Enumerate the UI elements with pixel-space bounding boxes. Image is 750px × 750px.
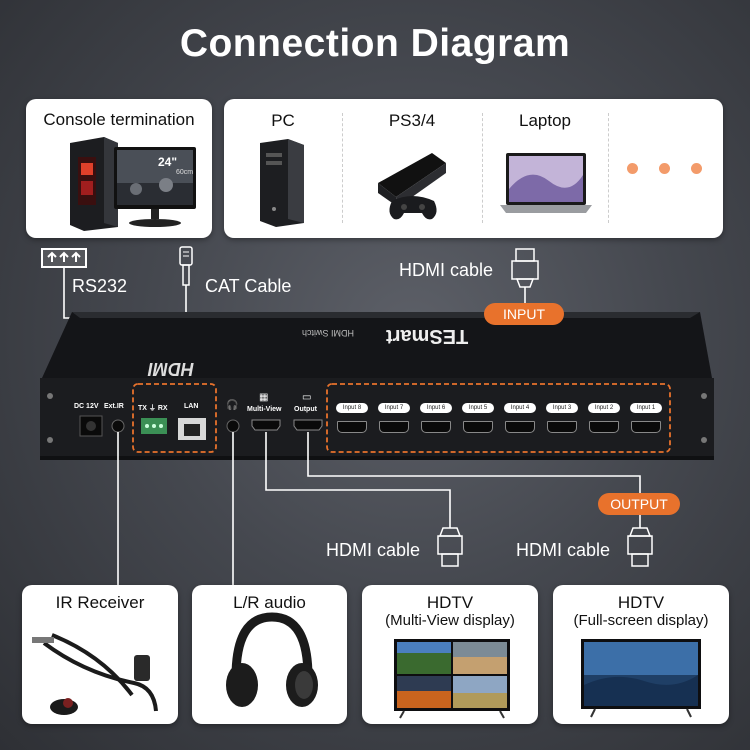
console-image — [70, 137, 196, 231]
rs232-label: RS232 — [72, 276, 128, 296]
hdmi-connector-icon — [437, 527, 463, 567]
hdmi-input-port[interactable] — [379, 421, 409, 433]
hdmi-input-port[interactable] — [463, 421, 493, 433]
headphone-icon: 🎧 — [226, 400, 239, 411]
gamepad-icon — [389, 196, 437, 220]
input-port-label: Input 7 — [378, 403, 410, 413]
hdmi-switch-device — [40, 312, 714, 460]
fullscreen-tv-icon — [581, 639, 701, 718]
monitor-size-subtext: 60cm — [176, 169, 194, 176]
hdmi-input-port[interactable] — [505, 421, 535, 433]
output-label: IR Receiver — [55, 593, 145, 612]
ir-receiver-icon — [32, 633, 158, 715]
laptop-icon — [500, 153, 592, 213]
input-port-label: Input 4 — [504, 403, 536, 413]
port-multiview-label: Multi-View — [247, 406, 282, 413]
hdmi-connector-icon — [511, 248, 539, 288]
output-label: HDTV — [617, 593, 665, 612]
output-icon: ▭ — [302, 392, 312, 403]
output-sublabel: (Multi-View display) — [385, 612, 515, 629]
source-laptop: Laptop — [482, 99, 608, 238]
source-label: PS3/4 — [388, 111, 436, 130]
hdmi-input-port[interactable] — [337, 421, 367, 433]
input-port-label: Input 8 — [336, 403, 368, 413]
device-model: HDMI Switch — [302, 328, 355, 338]
hdmi-connector-icon — [627, 527, 653, 567]
more-dot — [627, 163, 638, 174]
source-label: PC — [271, 111, 295, 130]
port-dc-label: DC 12V — [74, 403, 99, 410]
console-ps-icon — [378, 153, 446, 220]
output-badge: OUTPUT — [598, 493, 680, 515]
multiview-icon: ▦ — [259, 392, 269, 403]
output-card-ir-receiver: IR Receiver — [22, 585, 178, 724]
input-port-label: Input 1 — [630, 403, 662, 413]
port-lan-label: LAN — [184, 403, 199, 410]
sources-card: PC PS3/4 — [224, 99, 723, 238]
output-card-audio: L/R audio — [192, 585, 347, 724]
console-card: Console termination 24" 60cm — [26, 99, 212, 238]
headphones-icon — [226, 612, 318, 707]
cat-cable-label: CAT Cable — [205, 276, 292, 296]
hdmi-out-label-2: HDMI cable — [516, 540, 611, 560]
input-port-label: Input 2 — [588, 403, 620, 413]
monitor-size-text: 24" — [158, 155, 178, 169]
device-logo: HDMI — [148, 359, 194, 379]
separator — [608, 113, 610, 223]
port-ir-label: Ext.IR — [104, 403, 124, 410]
output-card-hdtv-fullscreen: HDTV (Full-screen display) — [553, 585, 729, 724]
port-serial-label: TX ⏚ RX — [138, 405, 168, 412]
source-pc: PC — [224, 99, 342, 238]
input-port-label: Input 3 — [546, 403, 578, 413]
input-port-label: Input 6 — [420, 403, 452, 413]
multiview-tv-icon — [394, 639, 510, 719]
output-label: L/R audio — [233, 593, 306, 612]
separator — [482, 113, 484, 223]
output-label: HDTV — [426, 593, 474, 612]
hdmi-input-port[interactable] — [547, 421, 577, 433]
hdmi-out-label-1: HDMI cable — [326, 540, 421, 560]
hdmi-input-port[interactable] — [631, 421, 661, 433]
more-dot — [659, 163, 670, 174]
separator — [342, 113, 344, 223]
source-ps: PS3/4 — [342, 99, 482, 238]
hdmi-input-port[interactable] — [421, 421, 451, 433]
cat-connector-icon — [179, 246, 193, 286]
console-label: Console termination — [43, 110, 195, 129]
input-badge: INPUT — [484, 303, 564, 325]
page-title: Connection Diagram — [179, 22, 571, 65]
output-card-hdtv-multiview: HDTV (Multi-View display) — [362, 585, 538, 724]
hdmi-in-label: HDMI cable — [399, 260, 494, 280]
hdmi-input-port[interactable] — [589, 421, 619, 433]
input-port-label: Input 5 — [462, 403, 494, 413]
pc-icon — [260, 139, 304, 227]
more-dot — [691, 163, 702, 174]
device-brand: TESmart — [386, 325, 469, 347]
output-sublabel: (Full-screen display) — [573, 612, 709, 629]
monitor-icon — [114, 147, 196, 227]
port-output-label: Output — [294, 406, 317, 413]
rs232-connector-icon — [41, 248, 87, 268]
source-label: Laptop — [519, 111, 571, 130]
